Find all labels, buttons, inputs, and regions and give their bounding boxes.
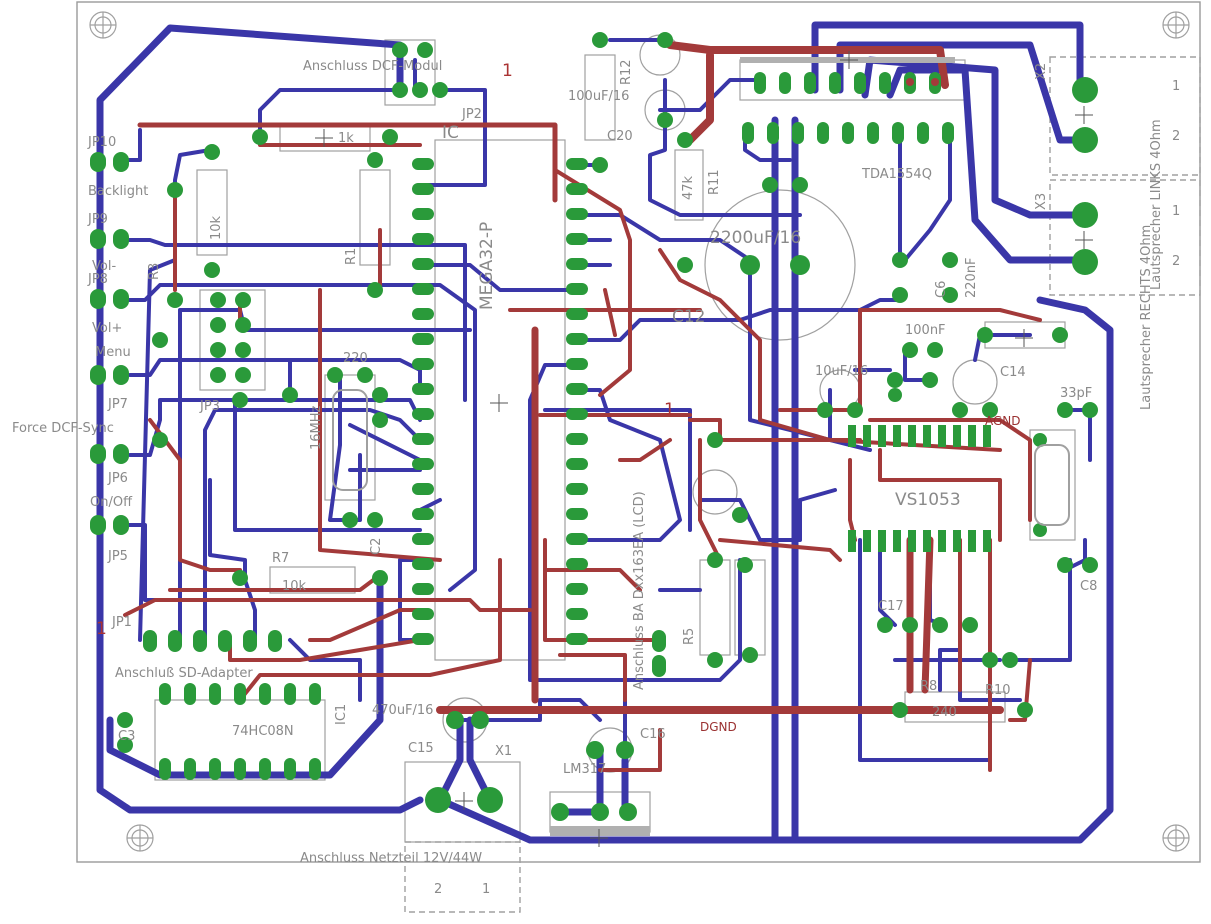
label-ic1: IC1: [334, 704, 349, 725]
label-ic: IC: [442, 123, 459, 143]
label-spk-l-pin2: 2: [1172, 129, 1180, 144]
label-c8: C8: [1080, 579, 1097, 594]
label-c-100u: 100uF/16: [568, 89, 629, 104]
label-power-supply: Anschluss Netzteil 12V/44W: [300, 851, 482, 866]
label-jp8: JP8: [87, 272, 108, 287]
label-c-470u: 470uF/16: [372, 703, 433, 718]
label-pwr-pin2: 2: [434, 882, 442, 897]
label-c12: C12: [672, 307, 706, 327]
top-layer-traces: [123, 41, 1042, 772]
pads: [90, 32, 1098, 821]
label-on-off: On/Off: [90, 495, 133, 510]
label-c16: C16: [640, 727, 666, 742]
label-dcf-module: Anschluss DCF-Modul: [303, 59, 442, 74]
label-vreg: LM317: [563, 762, 606, 777]
label-c-2200: 2200uF/16: [710, 228, 801, 248]
label-logic: 74HC08N: [232, 724, 294, 739]
label-sd-adapter: Anschluß SD-Adapter: [115, 666, 253, 681]
label-c6: C6: [934, 281, 949, 298]
label-c-10u: 10uF/16: [815, 364, 868, 379]
label-speaker-left: Lautsprecher LINKS 4Ohm: [1149, 119, 1164, 290]
label-mcu: MEGA32-P: [477, 222, 497, 310]
label-force-dcf: Force DCF-Sync: [12, 421, 114, 436]
label-r8: R8: [920, 679, 937, 694]
label-pin1-jp1: 1: [96, 619, 107, 639]
label-lcd: Anschluss BA Dxx163EA (LCD): [632, 491, 647, 690]
label-r-10k: 10k: [209, 215, 224, 240]
label-c17: C17: [878, 599, 904, 614]
label-x2: X2: [1034, 63, 1049, 80]
label-c3: C3: [118, 729, 135, 744]
label-pin1-lcd: 1: [664, 400, 675, 420]
label-r-240: 240: [932, 705, 957, 720]
label-r-220: 220: [343, 351, 368, 366]
label-jp2: JP2: [461, 107, 482, 122]
label-agnd: AGND: [985, 414, 1021, 428]
label-r-47k: 47k: [681, 175, 696, 200]
label-spk-l-pin1: 1: [1172, 79, 1180, 94]
origin-marks: [315, 51, 1093, 847]
label-vol-plus: Vol+: [92, 321, 122, 336]
label-jp7: JP7: [107, 397, 128, 412]
label-vol-minus: Vol-: [92, 259, 116, 274]
label-spk-r-pin1: 1: [1172, 204, 1180, 219]
label-r11: R11: [707, 169, 722, 195]
label-c15: C15: [408, 741, 434, 756]
board-outline: [76, 1, 1201, 863]
label-crystal: 16MHz: [309, 405, 324, 450]
silkscreen-labels: Anschluss DCF-Modul Anschluss Netzteil 1…: [12, 59, 1180, 897]
label-jp9: JP9: [87, 212, 108, 227]
label-r-10k-r7: 10k: [282, 579, 307, 594]
vreg-tab: [550, 826, 650, 836]
label-x1: X1: [495, 744, 512, 759]
label-decoder: VS1053: [895, 490, 961, 510]
label-jp3: JP3: [199, 399, 220, 414]
label-c2: C2: [369, 538, 384, 555]
label-jp6: JP6: [107, 471, 128, 486]
label-r10: R10: [985, 683, 1011, 698]
vias: [906, 78, 939, 86]
label-c-220n: 220nF: [964, 257, 979, 298]
label-r7: R7: [272, 551, 289, 566]
label-speaker-right: Lautsprecher RECHTS 4Ohm: [1139, 225, 1154, 410]
silkscreen-outlines: [154, 34, 1201, 913]
label-c-33p: 33pF: [1060, 386, 1092, 401]
label-spk-r-pin2: 2: [1172, 254, 1180, 269]
label-r12: R12: [619, 59, 634, 85]
label-backlight: Backlight: [88, 184, 148, 199]
label-c14: C14: [1000, 365, 1026, 380]
label-jp10: JP10: [87, 135, 116, 150]
mounting-holes: [89, 11, 1190, 852]
label-menu: Menu: [95, 345, 131, 360]
label-r-1k: 1k: [338, 131, 354, 146]
label-c20: C20: [607, 129, 633, 144]
label-dgnd: DGND: [700, 720, 737, 734]
label-x3: X3: [1034, 193, 1049, 210]
label-amp: TDA1554Q: [861, 167, 932, 182]
label-jp1: JP1: [111, 615, 132, 630]
label-r5: R5: [682, 628, 697, 645]
label-c-100n: 100nF: [905, 323, 946, 338]
label-r3: R3: [147, 263, 162, 280]
label-pin1-dcf: 1: [502, 61, 513, 81]
label-pwr-pin1: 1: [482, 882, 490, 897]
label-jp5: JP5: [107, 549, 128, 564]
label-r1: R1: [344, 248, 359, 265]
